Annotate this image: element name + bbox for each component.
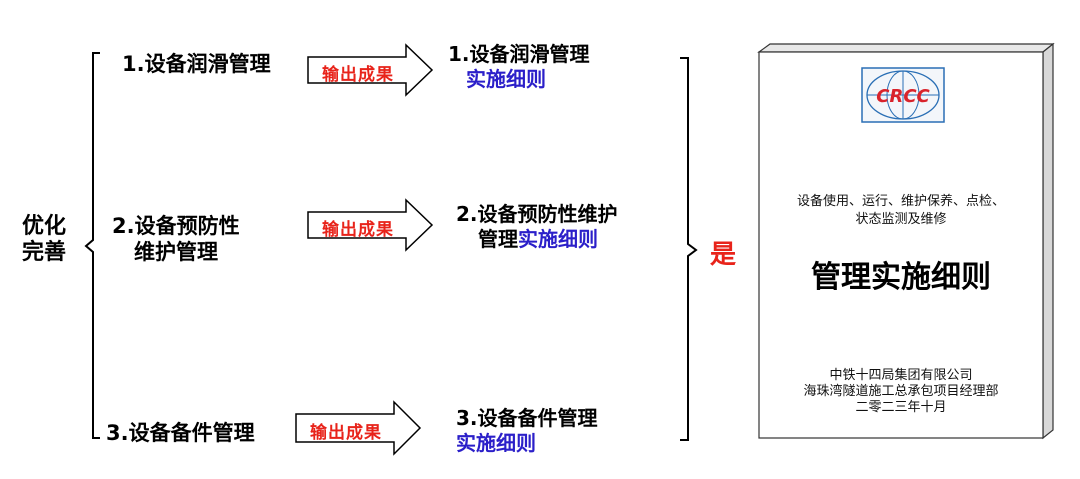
arrow-3 [295, 400, 422, 456]
output-2-line-2: 管理实施细则 [456, 227, 618, 252]
conclusion-label: 是 [710, 240, 737, 270]
output-1-line-1: 1.设备润滑管理 [448, 42, 590, 66]
output-2-plain: 管理 [478, 227, 518, 251]
book-date: 二零二三年十月 [855, 400, 947, 415]
output-3-line-2: 实施细则 [456, 431, 598, 456]
output-1-blue: 实施细则 [466, 67, 546, 91]
left-label-line-1: 优化 [22, 214, 67, 239]
book-org-line-2: 海珠湾隧道施工总承包项目经理部 [803, 384, 999, 399]
left-label-line-2: 完善 [22, 240, 67, 265]
arrow-1 [307, 43, 434, 97]
output-label-2: 2.设备预防性维护 管理实施细则 [456, 202, 618, 252]
book-subtitle-line-2: 状态监测及维修 [855, 212, 947, 227]
crcc-logo: CRCC [861, 67, 945, 123]
source-label-3: 3.设备备件管理 [106, 420, 255, 446]
right-brace [680, 57, 698, 441]
arrow-label-3: 输出成果 [310, 423, 382, 443]
output-2-line-1: 2.设备预防性维护 [456, 202, 618, 226]
output-3-blue: 实施细则 [456, 431, 536, 455]
book-org-line-1: 中铁十四局集团有限公司 [829, 368, 973, 383]
output-2-blue: 实施细则 [518, 227, 598, 251]
output-label-1: 1.设备润滑管理 实施细则 [448, 42, 590, 92]
source-label-2: 2.设备预防性 维护管理 [112, 213, 240, 265]
source-label-1-line: 1.设备润滑管理 [122, 52, 271, 76]
source-label-1: 1.设备润滑管理 [122, 51, 271, 77]
book-title: 管理实施细则 [811, 260, 991, 295]
logo-text: CRCC [876, 86, 930, 107]
output-1-line-2: 实施细则 [448, 67, 590, 92]
arrow-2 [307, 198, 434, 252]
book-org: 中铁十四局集团有限公司 海珠湾隧道施工总承包项目经理部 二零二三年十月 [762, 368, 1040, 416]
book-subtitle: 设备使用、运行、维护保养、点检、 状态监测及维修 [762, 193, 1040, 229]
book-subtitle-line-1: 设备使用、运行、维护保养、点检、 [796, 194, 1005, 209]
source-label-2-line-1: 2.设备预防性 [112, 214, 240, 238]
arrow-label-2: 输出成果 [322, 220, 394, 240]
left-brace [84, 52, 100, 439]
output-label-3: 3.设备备件管理 实施细则 [456, 406, 598, 456]
source-label-3-line: 3.设备备件管理 [106, 421, 255, 445]
arrow-label-1: 输出成果 [322, 65, 394, 85]
source-label-2-line-2: 维护管理 [134, 240, 218, 264]
left-label: 优化 完善 [22, 214, 66, 266]
output-3-line-1: 3.设备备件管理 [456, 406, 598, 430]
